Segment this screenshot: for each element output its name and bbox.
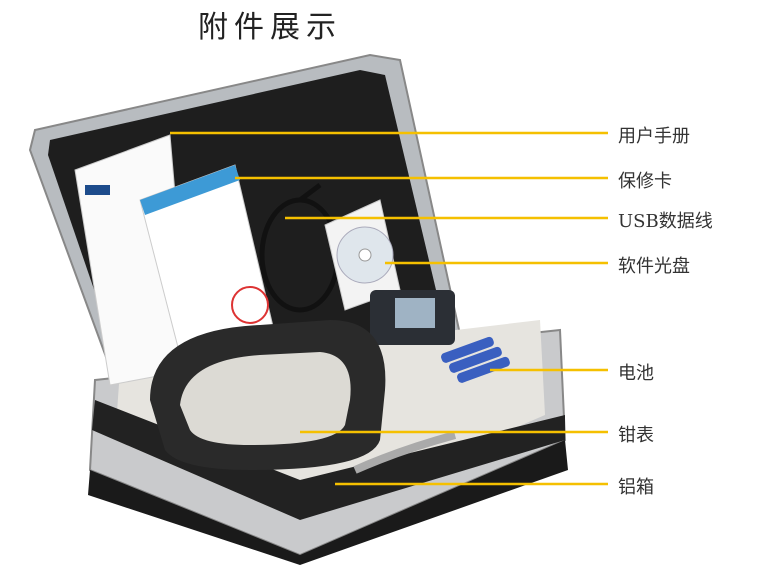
callout-label-cd: 软件光盘 bbox=[618, 256, 690, 277]
page-title: 附件展示 bbox=[198, 10, 342, 45]
callout-label-battery: 电池 bbox=[618, 363, 654, 384]
callout-label-warranty: 保修卡 bbox=[618, 171, 672, 192]
callout-label-usb: USB数据线 bbox=[618, 211, 713, 232]
case-handle bbox=[353, 431, 457, 474]
software-cd bbox=[324, 199, 401, 311]
callout-label-manual: 用户手册 bbox=[618, 126, 690, 147]
clamp-meter bbox=[150, 320, 386, 470]
callout-lines bbox=[170, 131, 608, 486]
meter-display bbox=[370, 290, 455, 345]
callout-label-case: 铝箱 bbox=[618, 477, 654, 498]
callout-label-clamp: 钳表 bbox=[618, 425, 654, 446]
batteries bbox=[441, 336, 510, 383]
